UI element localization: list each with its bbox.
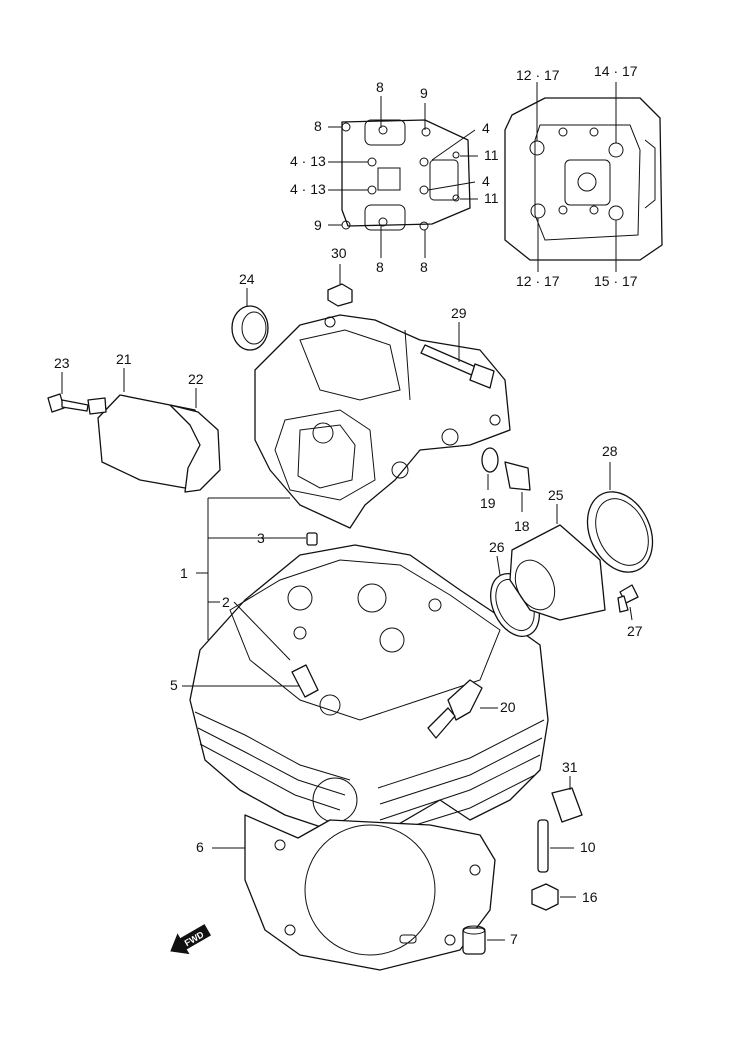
inset-b-label-top-right: 14 · 17 — [594, 63, 638, 79]
label-part-21: 21 — [116, 351, 132, 367]
inset-a-label-top-9: 9 — [420, 85, 428, 101]
inset-a-label-4-13b: 4 · 13 — [290, 181, 326, 197]
inset-b-label-top-left: 12 · 17 — [516, 67, 560, 83]
inset-a-label-top-8: 8 — [376, 79, 384, 95]
inset-a-head-cover-top-view: 8 9 8 4 4 · 13 11 4 · 13 4 11 9 8 8 — [290, 79, 499, 275]
inset-b-head-bolt-pattern: 12 · 17 14 · 17 12 · 17 15 · 17 — [504, 63, 663, 289]
inset-a-label-right-11b: 11 — [484, 190, 499, 206]
label-part-19: 19 — [480, 495, 496, 511]
label-part-27: 27 — [627, 623, 643, 639]
part-29-bolt — [420, 322, 495, 389]
label-part-2: 2 — [222, 594, 230, 610]
label-part-31: 31 — [562, 759, 578, 775]
main-leaders — [182, 497, 306, 687]
part-6-head-gasket — [212, 814, 496, 971]
inset-a-label-left-8: 8 — [314, 118, 322, 134]
label-part-7: 7 — [510, 931, 518, 947]
part-27-bolt — [617, 584, 639, 621]
part-3-pin — [306, 532, 318, 546]
part-18-plug — [504, 461, 531, 512]
inset-a-label-right-4a: 4 — [482, 120, 490, 136]
label-part-16: 16 — [582, 889, 598, 905]
label-part-1: 1 — [180, 565, 188, 581]
cylinder-head — [189, 544, 549, 837]
part-28-clamp — [586, 462, 654, 573]
fwd-arrow-icon: FWD — [170, 924, 212, 955]
part-22-gasket — [169, 388, 221, 493]
label-part-29: 29 — [451, 305, 467, 321]
label-part-26: 26 — [489, 539, 505, 555]
inset-a-label-left-9: 9 — [314, 217, 322, 233]
label-part-23: 23 — [54, 355, 70, 371]
inset-b-label-bottom-right: 15 · 17 — [594, 273, 638, 289]
label-part-6: 6 — [196, 839, 204, 855]
label-part-20: 20 — [500, 699, 516, 715]
inset-a-label-4-13a: 4 · 13 — [290, 153, 326, 169]
part-31-clip — [551, 776, 583, 823]
part-7-dowel — [462, 925, 505, 955]
inset-a-label-right-4b: 4 — [482, 173, 490, 189]
part-10-stud — [537, 819, 574, 873]
label-part-18: 18 — [514, 518, 530, 534]
part-24-seal-ring — [231, 288, 269, 351]
part-20-spark-plug — [427, 679, 498, 739]
label-part-22: 22 — [188, 371, 204, 387]
label-part-10: 10 — [580, 839, 596, 855]
label-part-3: 3 — [257, 530, 265, 546]
label-part-25: 25 — [548, 487, 564, 503]
part-23-bolt — [47, 372, 89, 413]
label-part-24: 24 — [239, 271, 255, 287]
label-part-30: 30 — [331, 245, 347, 261]
part-16-nut — [531, 883, 576, 911]
part-30-nut — [327, 264, 353, 307]
inset-a-label-bottom-8a: 8 — [376, 259, 384, 275]
inset-a-label-right-11a: 11 — [484, 147, 499, 163]
part-19-washer — [481, 447, 499, 490]
inset-a-label-bottom-8b: 8 — [420, 259, 428, 275]
part-5-plug — [291, 664, 319, 698]
label-part-5: 5 — [170, 677, 178, 693]
label-part-28: 28 — [602, 443, 618, 459]
part-25-intake-pipe — [509, 504, 606, 621]
head-cover — [254, 314, 511, 529]
inset-b-label-bottom-left: 12 · 17 — [516, 273, 560, 289]
